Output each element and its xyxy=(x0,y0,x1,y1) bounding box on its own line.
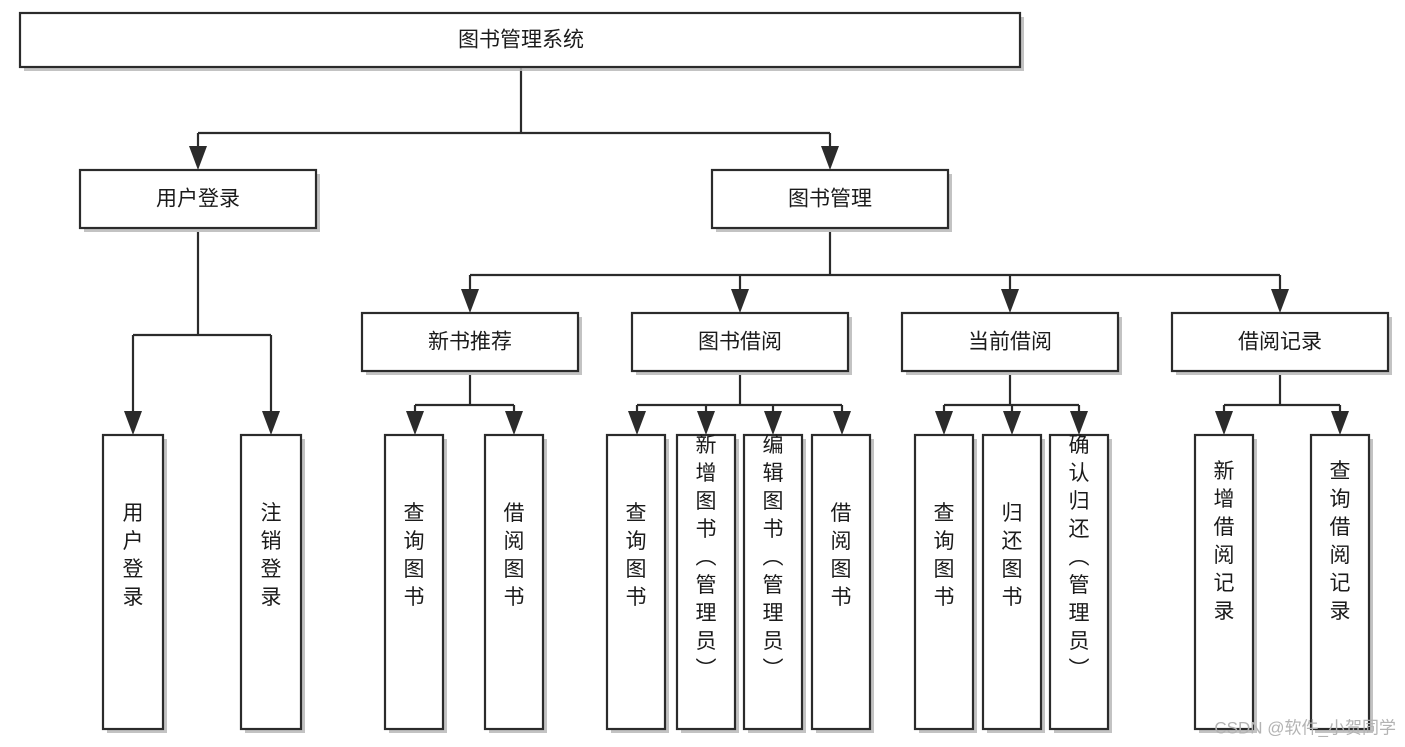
arrow-head-cb-leaf-2 xyxy=(1003,411,1021,435)
arrow-head-nb-leaf-1 xyxy=(406,411,424,435)
arrow-head-br-leaf-2 xyxy=(1331,411,1349,435)
arrow-head-cb-leaf-3 xyxy=(1070,411,1088,435)
node-borrow-records-box[interactable] xyxy=(1170,311,1390,373)
arrow-head-bb-leaf-4 xyxy=(833,411,851,435)
node-current-borrow-box[interactable] xyxy=(900,311,1120,373)
arrow-head-book-mgmt xyxy=(821,146,839,170)
node-current-borrow-label: 当前借阅 xyxy=(968,331,1052,354)
leaf-current-borrow-2-label: 归还图书 xyxy=(1002,502,1023,609)
node-book-borrow-label: 图书借阅 xyxy=(698,331,782,354)
leaf-borrow-records-2[interactable]: 查询借阅记录 xyxy=(1309,433,1373,733)
node-user-login-label: 用户登录 xyxy=(156,188,240,211)
leaf-book-borrow-2-box[interactable] xyxy=(675,433,737,731)
connector-layer xyxy=(124,68,1349,435)
node-root[interactable]: 图书管理系统 xyxy=(18,11,1024,71)
arrow-head-leaf-logout xyxy=(262,411,280,435)
leaf-book-borrow-4-box[interactable] xyxy=(810,433,872,731)
leaf-book-borrow-2[interactable]: 新增图书︵管理员︶ xyxy=(675,433,739,733)
arrow-head-bb-leaf-2 xyxy=(697,411,715,435)
leaf-current-borrow-2-box[interactable] xyxy=(981,433,1043,731)
leaf-book-borrow-1-label: 查询图书 xyxy=(626,502,647,609)
leaf-borrow-records-1-box[interactable] xyxy=(1193,433,1255,731)
leaf-current-borrow-1-label: 查询图书 xyxy=(934,502,955,609)
leaf-user-login-2[interactable]: 注销登录 xyxy=(239,433,305,733)
leaf-book-borrow-1[interactable]: 查询图书 xyxy=(605,433,669,733)
node-book-management-label: 图书管理 xyxy=(788,188,872,211)
node-user-login[interactable]: 用户登录 xyxy=(78,168,320,232)
arrow-head-new-book xyxy=(461,289,479,313)
leaf-book-borrow-3-box[interactable] xyxy=(742,433,804,731)
leaf-current-borrow-1[interactable]: 查询图书 xyxy=(913,433,977,733)
node-book-management[interactable]: 图书管理 xyxy=(710,168,952,232)
leaf-book-borrow-3-label: 编辑图书︵管理员︶ xyxy=(763,434,784,681)
leaf-current-borrow-2[interactable]: 归还图书 xyxy=(981,433,1045,733)
arrow-head-book-borrow xyxy=(731,289,749,313)
leaf-new-book-2[interactable]: 借阅图书 xyxy=(483,433,547,733)
node-book-management-box[interactable] xyxy=(710,168,950,230)
leaf-current-borrow-3-box[interactable] xyxy=(1048,433,1110,731)
node-borrow-records-label: 借阅记录 xyxy=(1238,331,1322,354)
leaf-new-book-2-label: 借阅图书 xyxy=(504,502,525,609)
leaf-new-book-2-box[interactable] xyxy=(483,433,545,731)
leaf-borrow-records-1[interactable]: 新增借阅记录 xyxy=(1193,433,1257,733)
node-current-borrow[interactable]: 当前借阅 xyxy=(900,311,1122,375)
leaf-user-login-1-box[interactable] xyxy=(101,433,165,731)
leaf-book-borrow-4-label: 借阅图书 xyxy=(831,502,852,609)
arrow-head-cb-leaf-1 xyxy=(935,411,953,435)
node-root-label: 图书管理系统 xyxy=(458,29,584,52)
leaf-book-borrow-4[interactable]: 借阅图书 xyxy=(810,433,874,733)
arrow-head-bb-leaf-1 xyxy=(628,411,646,435)
leaf-borrow-records-1-label: 新增借阅记录 xyxy=(1214,460,1235,623)
leaf-user-login-2-box[interactable] xyxy=(239,433,303,731)
node-book-borrow-box[interactable] xyxy=(630,311,850,373)
node-book-borrow[interactable]: 图书借阅 xyxy=(630,311,852,375)
leaf-new-book-1[interactable]: 查询图书 xyxy=(383,433,447,733)
leaf-borrow-records-2-label: 查询借阅记录 xyxy=(1330,460,1351,623)
arrow-head-leaf-user-login xyxy=(124,411,142,435)
leaf-borrow-records-2-box[interactable] xyxy=(1309,433,1371,731)
node-borrow-records[interactable]: 借阅记录 xyxy=(1170,311,1392,375)
node-new-book-recommend-label: 新书推荐 xyxy=(428,331,512,354)
arrow-head-nb-leaf-2 xyxy=(505,411,523,435)
arrow-head-bb-leaf-3 xyxy=(764,411,782,435)
leaf-current-borrow-3[interactable]: 确认归还︵管理员︶ xyxy=(1048,433,1112,733)
leaf-user-login-1-label: 用户登录 xyxy=(123,502,144,609)
leaf-new-book-1-box[interactable] xyxy=(383,433,445,731)
node-user-login-box[interactable] xyxy=(78,168,318,230)
leaf-user-login-1[interactable]: 用户登录 xyxy=(101,433,167,733)
node-root-box[interactable] xyxy=(18,11,1022,69)
leaf-book-borrow-1-box[interactable] xyxy=(605,433,667,731)
arrow-head-user-login xyxy=(189,146,207,170)
arrow-head-br-leaf-1 xyxy=(1215,411,1233,435)
arrow-head-borrow-records xyxy=(1271,289,1289,313)
arrow-head-current-borrow xyxy=(1001,289,1019,313)
node-new-book-recommend[interactable]: 新书推荐 xyxy=(360,311,582,375)
leaf-new-book-1-label: 查询图书 xyxy=(404,502,425,609)
node-new-book-recommend-box[interactable] xyxy=(360,311,580,373)
leaf-book-borrow-2-label: 新增图书︵管理员︶ xyxy=(696,434,717,681)
leaf-current-borrow-1-box[interactable] xyxy=(913,433,975,731)
leaf-user-login-2-label: 注销登录 xyxy=(261,502,282,609)
watermark-label: CSDN @软件_小贺同学 xyxy=(1214,718,1396,737)
leaf-book-borrow-3[interactable]: 编辑图书︵管理员︶ xyxy=(742,433,806,733)
leaf-current-borrow-3-label: 确认归还︵管理员︶ xyxy=(1069,434,1090,681)
